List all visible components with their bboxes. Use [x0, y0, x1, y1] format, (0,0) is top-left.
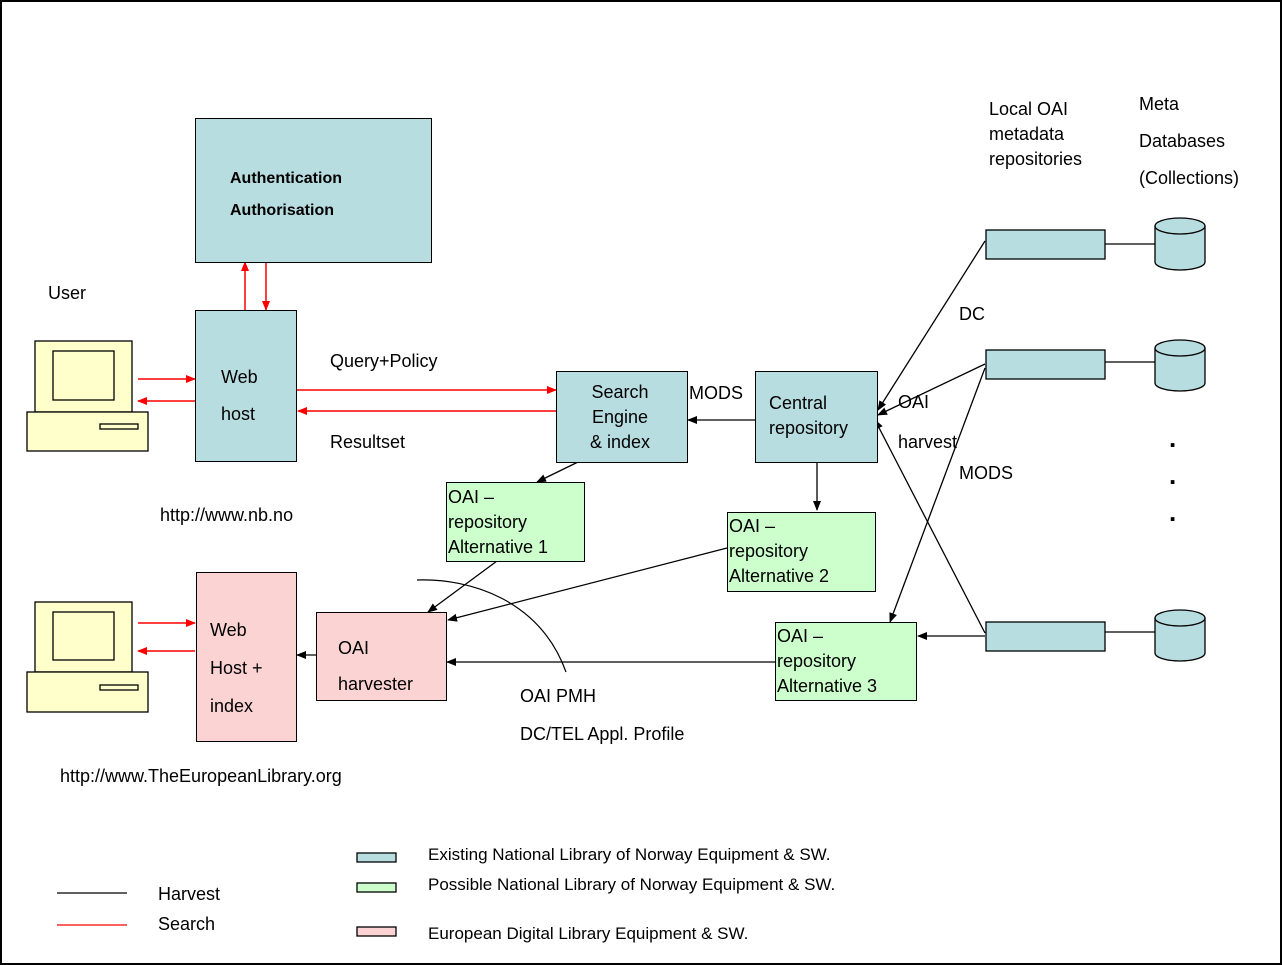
legend-existing-label: Existing National Library of Norway Equi… — [428, 845, 831, 864]
search-engine-box: Search Engine & index — [556, 371, 688, 463]
local-oai-label: Local OAI metadata repositories — [989, 99, 1083, 169]
legend-search-label: Search — [158, 914, 216, 934]
local-repo-1 — [985, 229, 1106, 260]
local-repo-3 — [985, 621, 1106, 652]
legend-swatch-possible — [356, 882, 397, 893]
legend-harvest-label: Harvest — [158, 884, 221, 904]
user-label: User — [48, 283, 87, 303]
meta-databases-label: Meta Databases (Collections) — [1139, 94, 1240, 188]
harvest-local1-to-central — [877, 240, 986, 411]
computer-icon-european — [26, 601, 149, 713]
oai-harvest-label: OAI harvest — [898, 392, 958, 452]
oai-repository-alt3-box: OAI – repository Alternative 3 — [775, 622, 917, 701]
database-icon-1 — [1154, 217, 1206, 271]
harvest-search-to-alt1 — [536, 461, 579, 483]
web-host-box: Web host — [195, 310, 297, 462]
harvest-local3-to-central — [874, 419, 986, 634]
web-host-index-box: Web Host + index — [196, 572, 297, 742]
mods-right-label: MODS — [959, 463, 1013, 483]
central-repository-label: Central repository — [769, 393, 849, 438]
legend-european-label: European Digital Library Equipment & SW. — [428, 924, 749, 943]
oai-pmh-label: OAI PMH — [520, 686, 597, 706]
database-icon-3 — [1154, 609, 1206, 662]
mods-left-label: MODS — [689, 383, 743, 403]
auth-label: Authentication Authorisation — [230, 170, 342, 219]
dc-tel-label: DC/TEL Appl. Profile — [520, 724, 685, 744]
computer-icon-user — [26, 340, 149, 452]
harvest-local2-to-alt3 — [889, 367, 986, 623]
web-host-label: Web host — [221, 367, 258, 424]
oai-repository-alt2-label: OAI – repository Alternative 2 — [729, 516, 830, 586]
web-host-index-label: Web Host + index — [210, 620, 263, 716]
query-policy-label: Query+Policy — [330, 351, 438, 371]
oai-harvester-label: OAI harvester — [338, 638, 414, 694]
search-engine-label: Search Engine & index — [590, 382, 651, 452]
auth-box: Authentication Authorisation — [195, 118, 432, 263]
legend-swatch-existing — [356, 852, 397, 863]
legend-swatch-european — [356, 926, 397, 937]
harvest-alt1-to-harvester — [427, 560, 498, 613]
oai-repository-alt3-label: OAI – repository Alternative 3 — [777, 626, 878, 696]
oai-harvester-box: OAI harvester — [316, 612, 447, 701]
resultset-label: Resultset — [330, 432, 406, 452]
oai-pmh-callout-curve — [416, 579, 567, 673]
legend-possible-label: Possible National Library of Norway Equi… — [428, 875, 836, 894]
nb-url-label: http://www.nb.no — [160, 505, 294, 525]
dc-label: DC — [959, 304, 985, 324]
harvest-alt2-to-harvester — [447, 547, 728, 622]
ellipsis-label: . . . — [1169, 423, 1177, 527]
central-repository-box: Central repository — [755, 371, 878, 463]
oai-repository-alt1-box: OAI – repository Alternative 1 — [446, 482, 585, 562]
tel-url-label: http://www.TheEuropeanLibrary.org — [60, 766, 342, 786]
local-repo-2 — [985, 349, 1106, 380]
oai-repository-alt1-label: OAI – repository Alternative 1 — [448, 487, 549, 557]
harvest-local2-to-central — [877, 363, 986, 416]
oai-repository-alt2-box: OAI – repository Alternative 2 — [727, 512, 876, 592]
database-icon-2 — [1154, 339, 1206, 392]
